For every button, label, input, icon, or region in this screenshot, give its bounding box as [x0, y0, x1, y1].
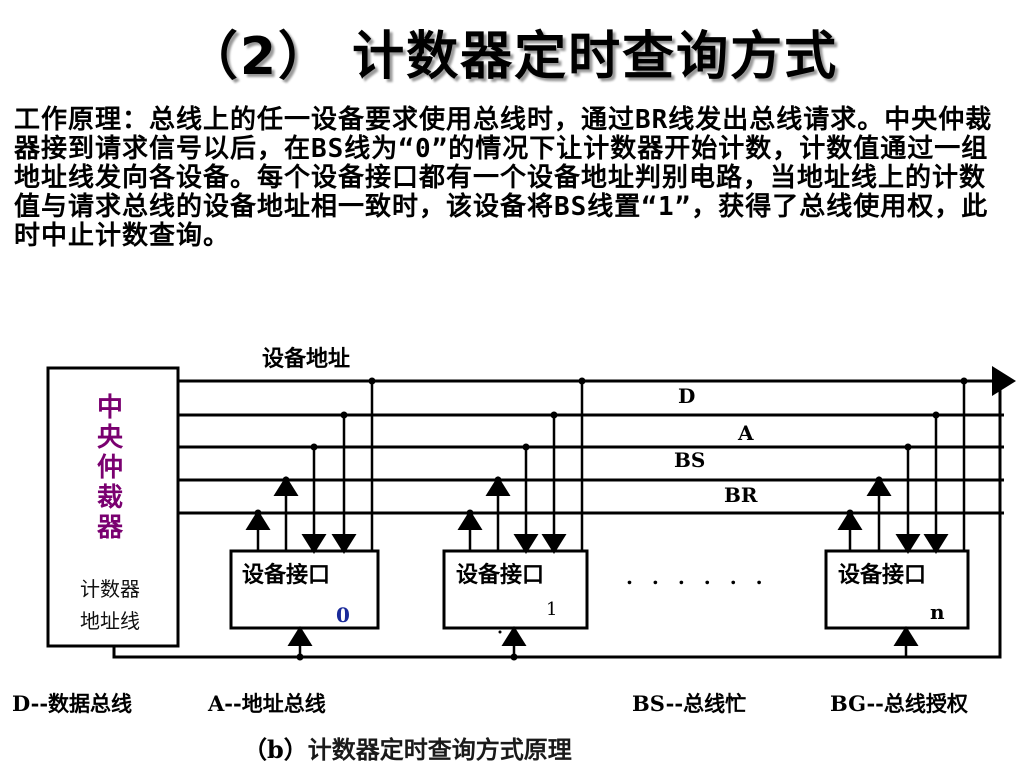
counter-address-line — [112, 381, 1002, 659]
interface-0-connectors — [245, 381, 374, 657]
arbiter-char-1: 中 — [97, 393, 123, 423]
legend-d: D--数据总线 — [12, 691, 133, 716]
device-address-label: 设备地址 — [262, 346, 350, 372]
arbiter-char-3: 仲 — [97, 453, 123, 483]
junction-dots — [254, 377, 968, 661]
interface-label-n: 设备接口 — [838, 562, 926, 588]
caption-prefix: （b） — [243, 735, 308, 764]
interface-box-n — [824, 549, 970, 630]
interface-box-1 — [442, 549, 589, 630]
arbiter-char-5: 器 — [96, 513, 124, 543]
arbiter-char-2: 央 — [97, 423, 124, 453]
legend-a: A--地址总线 — [208, 691, 326, 716]
counter-polling-diagram: 设备地址 中 央 仲 裁 器 计数器 地址线 D A BS BR 设备接口 0 … — [46, 346, 1016, 661]
central-arbiter-box — [46, 366, 180, 648]
line-label-br: BR — [724, 483, 758, 507]
legend-bg: BG--总线授权 — [830, 691, 968, 716]
line-label-bs: BS — [674, 448, 705, 472]
bus-line-labels: D A BS BR — [674, 384, 758, 507]
interface-n: 设备接口 n — [824, 549, 970, 630]
interface-number-n: n — [930, 600, 945, 624]
caption-main: 计数器定时查询方式原理 — [307, 735, 572, 764]
interface-0: 设备接口 0 — [229, 549, 380, 630]
principle-paragraph: 工作原理：总线上的任一设备要求使用总线时，通过BR线发出总线请求。中央仲裁器接到… — [14, 105, 993, 251]
line-label-d: D — [678, 384, 695, 408]
arbiter-label: 中 央 仲 裁 器 — [96, 393, 124, 543]
line-label-a: A — [737, 421, 754, 445]
legend-bs: BS--总线忙 — [632, 691, 747, 716]
interface-1: 设备接口 1 — [442, 549, 589, 630]
interface-ellipsis: . . . . . . — [626, 565, 769, 589]
slide-title: （2） 计数器定时查询方式 — [185, 27, 839, 87]
interface-number-0: 0 — [336, 603, 350, 627]
interface-label-1: 设备接口 — [456, 562, 544, 588]
interface-1-connectors — [457, 381, 584, 657]
figure-caption: （b）计数器定时查询方式原理 — [243, 730, 572, 765]
address-line-label: 地址线 — [80, 609, 140, 633]
counter-label: 计数器 — [80, 577, 140, 601]
interface-label-0: 设备接口 — [242, 562, 330, 588]
interface-n-connectors — [837, 381, 966, 657]
arbiter-char-4: 裁 — [97, 483, 123, 513]
interface-number-1: 1 — [546, 599, 557, 620]
